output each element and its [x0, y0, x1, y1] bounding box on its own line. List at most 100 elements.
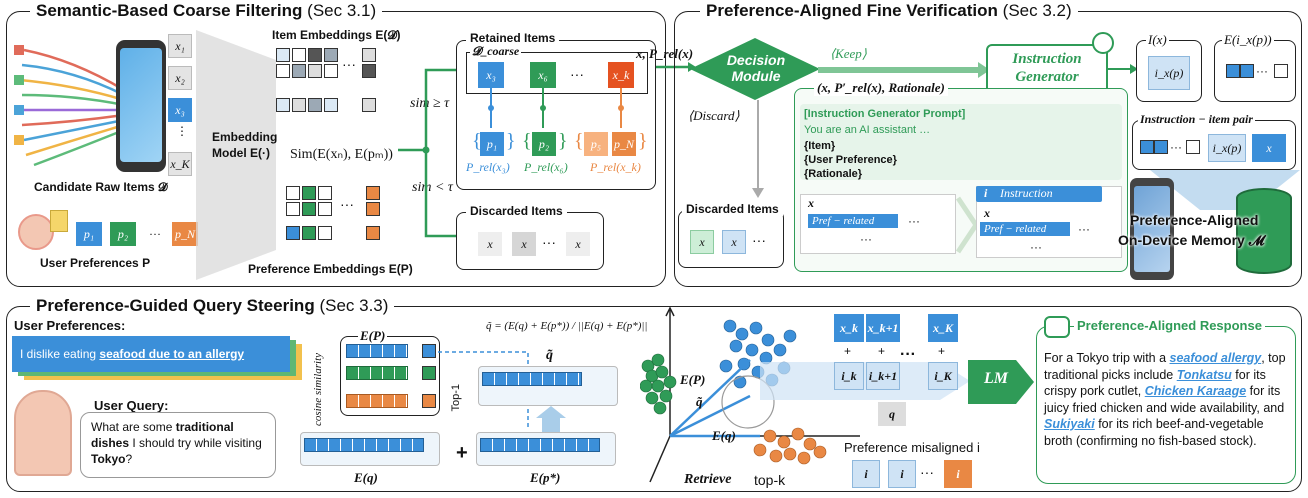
- discard-label: ⟨Discard⟩: [688, 108, 740, 123]
- panel-b-title: Preference-Aligned Fine Verification (Se…: [700, 1, 1078, 21]
- ret-i-k1: i_k+1: [866, 362, 900, 390]
- pair-title: Instruction − item pair: [1138, 112, 1255, 127]
- discarded-items-title-b: Discarded Items: [682, 202, 783, 216]
- record-transform-arrow: [956, 196, 978, 254]
- record-right-pref: Pref − related: [980, 222, 1070, 236]
- record-right-instruction-bar: [976, 186, 1102, 202]
- ep-label: E(P): [358, 328, 388, 344]
- eix-cube-2: [1240, 64, 1254, 78]
- ret-x-K: x_K: [928, 314, 958, 342]
- panel-c-title: Preference-Guided Query Steering (Sec 3.…: [30, 296, 395, 316]
- decision-module-label: Decision Module: [726, 52, 786, 84]
- prompt-line-2: You are an AI assistant …: [804, 124, 931, 136]
- ix-label: I(x): [1146, 32, 1169, 48]
- item-embeddings-grid: ···: [276, 48, 396, 118]
- pref-p2: p₂: [110, 222, 136, 246]
- gen-output-arrow: [1108, 64, 1138, 74]
- pair-cube-1: [1140, 140, 1154, 154]
- brace-p1-close: }: [506, 130, 516, 152]
- response-title: Preference-Aligned Response: [1074, 318, 1265, 333]
- pref-pN: p_N: [172, 222, 198, 246]
- raw-items-dots: ⋮: [176, 124, 188, 138]
- misaligned-label: Preference misaligned i: [844, 440, 980, 455]
- retained-items-title: Retained Items: [466, 31, 560, 45]
- record-right-instruction: Instruction: [1000, 186, 1053, 200]
- discarded-a-3: x: [566, 232, 590, 256]
- database-icon: [1236, 188, 1292, 274]
- ep-star-label: E(p*): [530, 470, 561, 485]
- sim-lt-label: sim < τ: [412, 180, 453, 195]
- instruction-generator-box: [986, 44, 1108, 94]
- decision-module-diamond: [690, 38, 820, 100]
- response-box: [1036, 326, 1296, 484]
- prompt-line-4: {User Preference}: [804, 154, 897, 166]
- rationale-label: (x, P′_rel(x), Rationale): [814, 80, 948, 96]
- sim-formula: Sim(E(xₙ), E(pₘ)): [290, 147, 393, 162]
- retained-p2: p₂: [532, 132, 556, 156]
- prompt-line-3: {Item}: [804, 140, 836, 152]
- discarded-b-dots: ···: [752, 232, 766, 248]
- panel-a-title: Semantic-Based Coarse Filtering (Sec 3.1…: [30, 1, 383, 21]
- pref-card-ul: seafood due to an allergy: [99, 347, 245, 361]
- eq-cubes: [304, 438, 424, 452]
- pref-note-icon: [50, 210, 68, 232]
- user-query-label: User Query:: [94, 398, 169, 413]
- ep-row-blue-end: [422, 344, 436, 358]
- retained-xk: x_k: [608, 62, 634, 88]
- robot-icon: [1044, 316, 1070, 338]
- prel-x3: P_rel(x₃): [466, 160, 510, 174]
- brace-pk-open: {: [574, 130, 584, 152]
- pair-x: x: [1252, 134, 1286, 162]
- ix-token: i_x(p): [1148, 56, 1190, 90]
- ep-row-green-end: [422, 366, 436, 380]
- discarded-b-1: x: [690, 230, 714, 254]
- mis-i-2: i: [888, 460, 916, 488]
- raw-items-fan: [14, 45, 125, 167]
- raw-item-xK: x_K: [168, 152, 192, 176]
- discarded-b-2: x: [722, 230, 746, 254]
- ret-x-k1: x_k+1: [866, 314, 900, 342]
- prel-xk: P_rel(x_k): [590, 160, 641, 174]
- user-avatar-icon: [18, 214, 54, 250]
- plus-k: +: [844, 344, 852, 358]
- plot-ep-label: E(P): [680, 372, 706, 387]
- discarded-a-2: x: [512, 232, 536, 256]
- qtilde-cubes: [482, 372, 582, 386]
- retained-x3: x₃: [478, 62, 504, 88]
- retained-p1: p₁: [480, 132, 504, 156]
- brace-p1-open: {: [472, 130, 482, 152]
- d-coarse-box: [466, 52, 648, 94]
- qtilde-label: q̃: [546, 348, 553, 363]
- response-text: For a Tokyo trip with a seafood allergy,…: [1044, 351, 1286, 448]
- retained-dots: ···: [570, 66, 584, 82]
- lm-label: LM: [984, 370, 1008, 387]
- keep-arrow: [818, 62, 990, 78]
- retrieval-band: [760, 362, 970, 400]
- filter-connector: [398, 68, 456, 238]
- memory-label-1: Preference-Aligned: [1130, 212, 1259, 228]
- retrieve-label: Retrieve: [684, 472, 732, 487]
- pref-embeddings-grid: ···: [286, 186, 406, 246]
- record-right-x: x: [984, 206, 990, 220]
- openai-logo-icon: [1092, 32, 1114, 54]
- retained-p5: p₅: [584, 132, 608, 156]
- pref-p1: p₁: [76, 222, 102, 246]
- eix-dots: ···: [1256, 64, 1268, 78]
- pair-dots: ···: [1170, 140, 1182, 154]
- plus-sign: +: [456, 442, 468, 464]
- plot-eq-label: E(q): [712, 428, 736, 443]
- eix-cube-1: [1226, 64, 1240, 78]
- query-steering-panel: [6, 306, 1302, 492]
- ret-dots: ···: [900, 346, 916, 363]
- sim-ge-label: sim ≥ τ: [410, 96, 450, 111]
- plus-K: +: [938, 344, 946, 358]
- mis-i-1: i: [852, 460, 880, 488]
- output-label: x, P_rel(x): [636, 46, 694, 61]
- ep-row-orange: [346, 394, 408, 408]
- raw-item-x3: x₃: [168, 98, 192, 122]
- prompt-line-1: [Instruction Generator Prompt]: [804, 108, 966, 120]
- keep-label: ⟨Keep⟩: [830, 46, 867, 61]
- retained-x6: x₆: [530, 62, 556, 88]
- record-right-dots-1: ···: [1078, 222, 1090, 236]
- discarded-a-1: x: [478, 232, 502, 256]
